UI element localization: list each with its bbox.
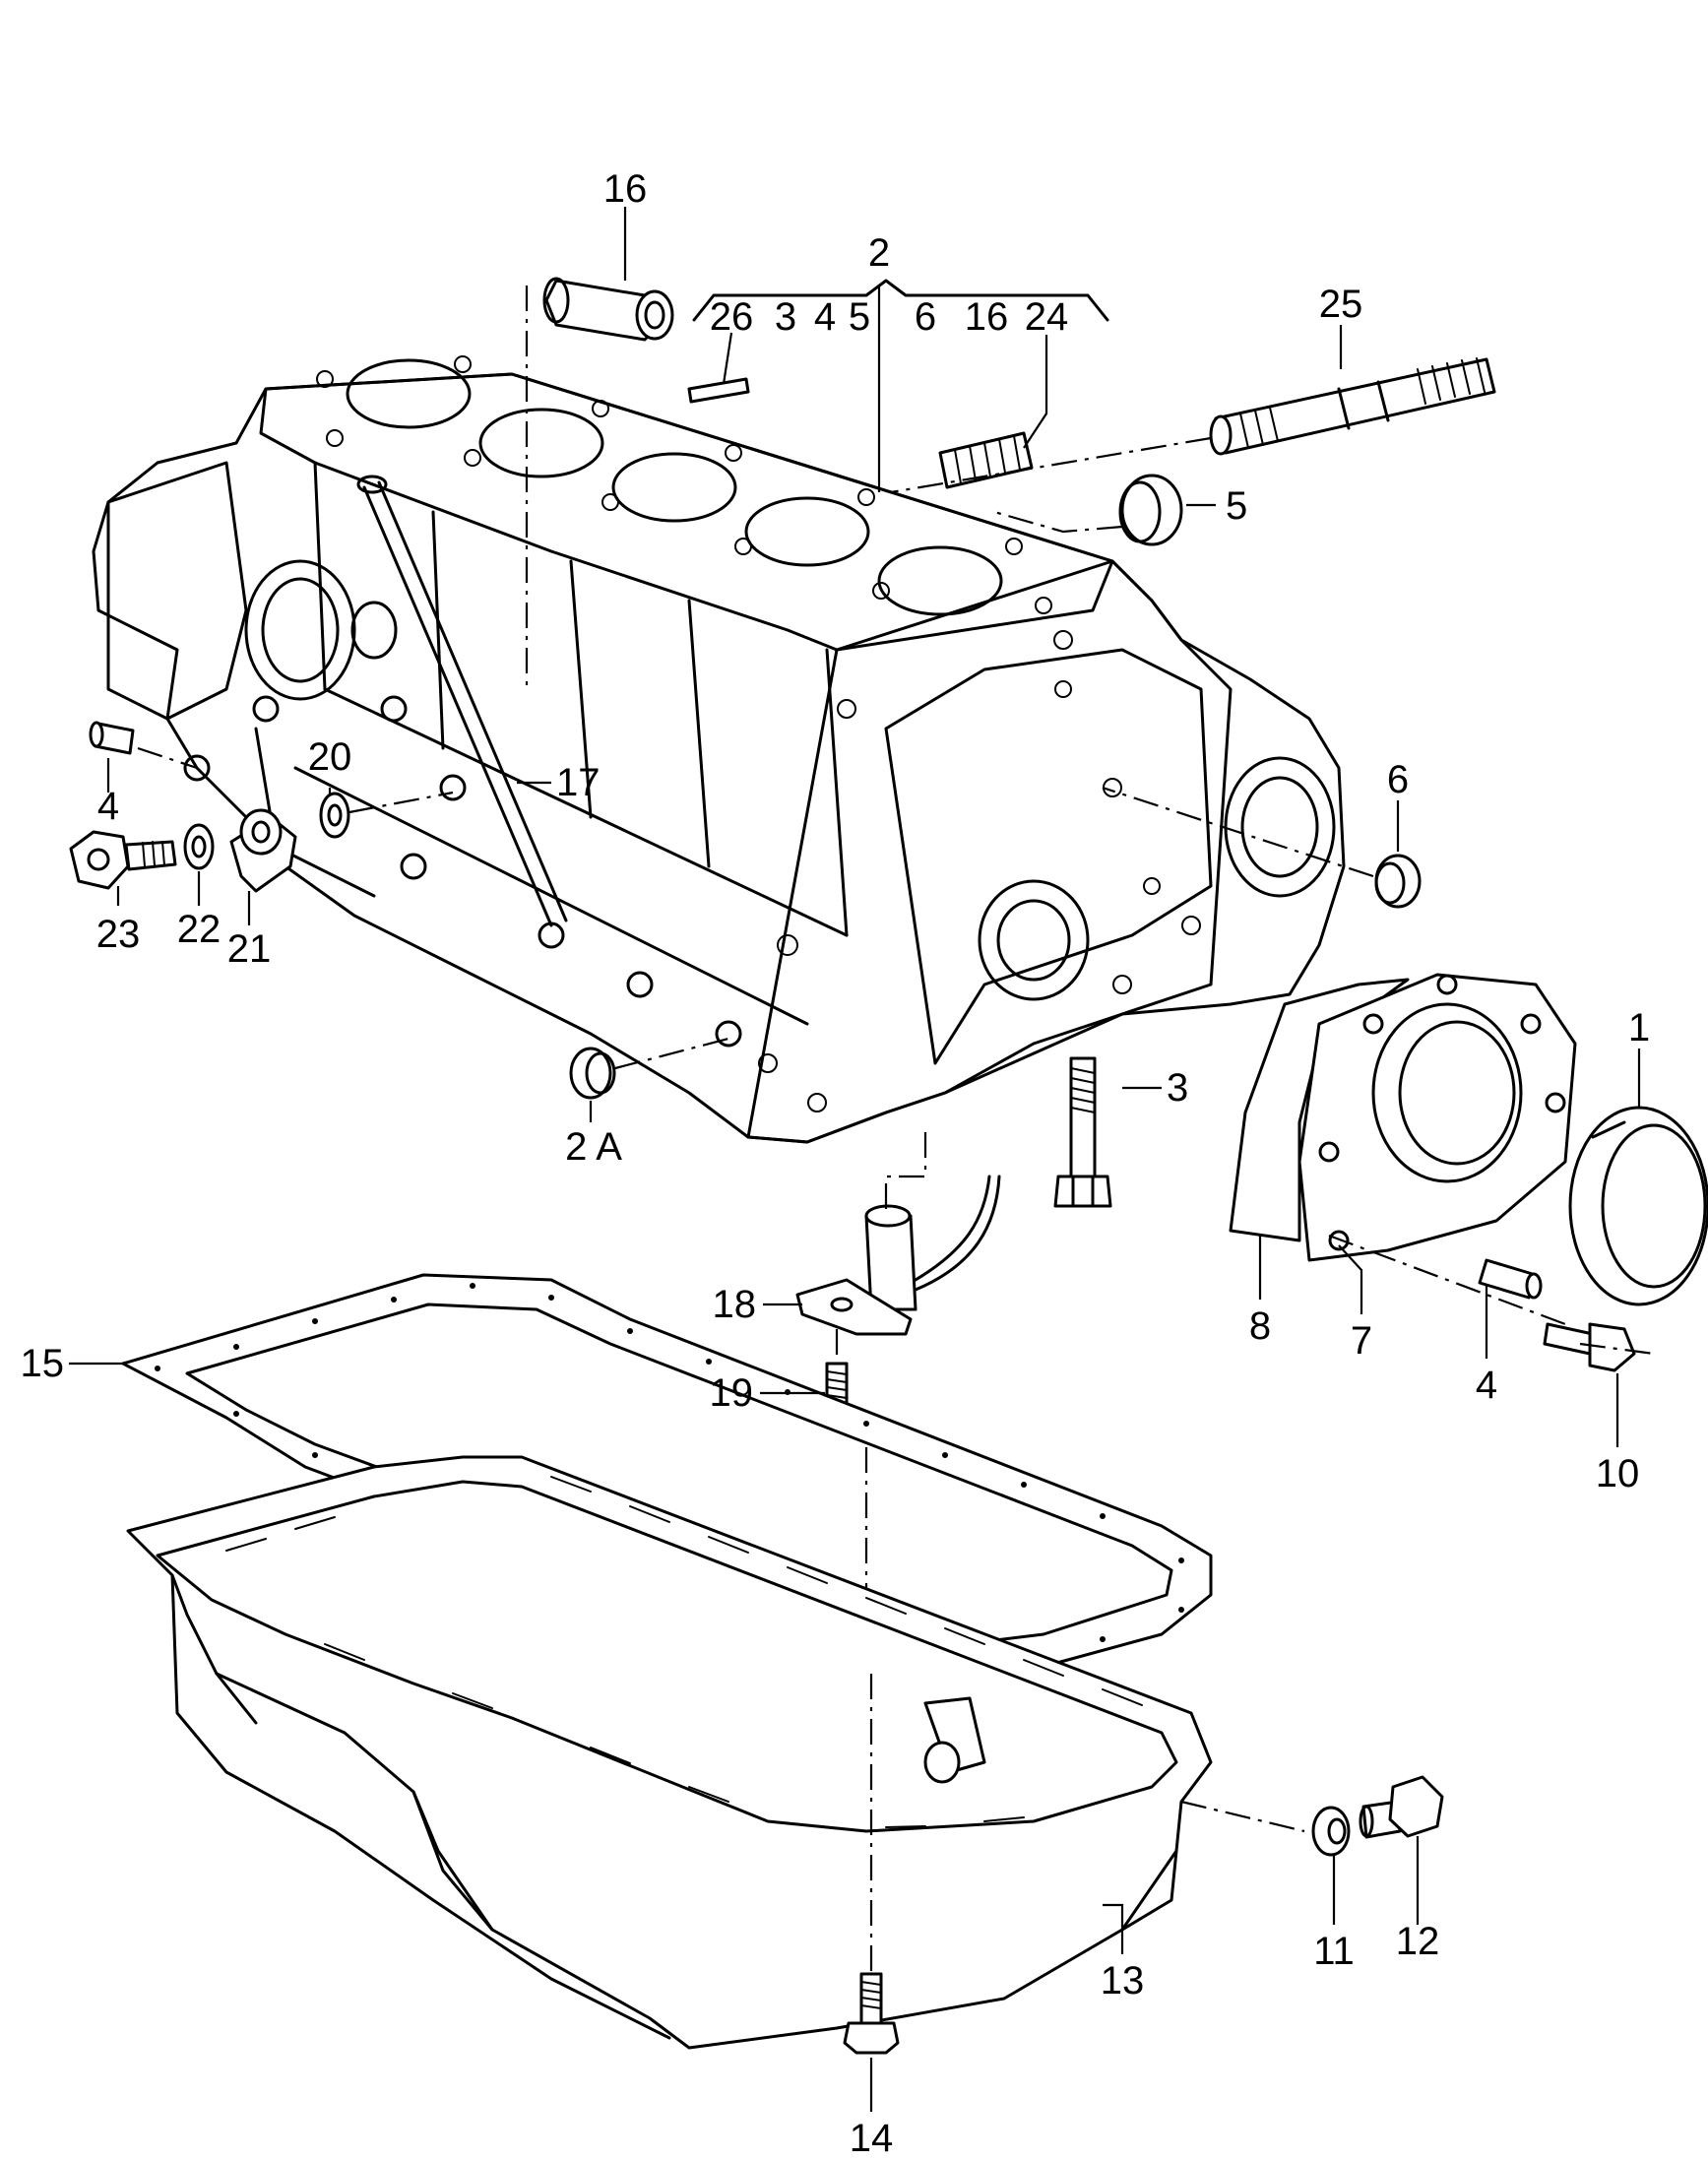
dash-20: [348, 791, 454, 814]
callout-6: 6: [1387, 758, 1409, 801]
part-10-bolt: [1543, 1322, 1636, 1372]
part-5-plug: [1118, 474, 1183, 546]
callout-20: 20: [308, 735, 352, 779]
part-16-sleeve: [542, 277, 674, 342]
part-1-seal-ring: [1568, 1106, 1708, 1306]
dash-10: [1579, 1342, 1655, 1356]
callout-1: 1: [1628, 1006, 1650, 1049]
callout-5: 5: [1226, 484, 1247, 528]
bracket-item-4: 4: [814, 295, 836, 339]
bracket-item-6: 6: [915, 295, 936, 339]
part-23-bolt: [69, 830, 177, 890]
callout-2a: 2 A: [565, 1125, 622, 1169]
cylinder-block: [92, 355, 1346, 1144]
bracket-item-16: 16: [965, 295, 1009, 339]
callout-18: 18: [713, 1283, 757, 1326]
part-20-washer: [319, 792, 350, 839]
part-2a-plug: [569, 1047, 616, 1100]
callout-15: 15: [21, 1342, 65, 1385]
dash-6: [1102, 786, 1374, 878]
part-24-stud: [938, 431, 1034, 489]
callout-19: 19: [710, 1371, 754, 1415]
callout-2: 2: [868, 231, 890, 275]
callout-13: 13: [1101, 1959, 1145, 2002]
dash-5: [993, 510, 1123, 534]
part-14-bolt: [843, 1972, 900, 2055]
bracket-item-26: 26: [710, 295, 754, 339]
part-26-pin: [687, 377, 750, 404]
part-4-dowel-left: [89, 721, 135, 755]
dash-11: [1180, 1800, 1305, 1833]
callout-23: 23: [96, 913, 141, 956]
callout-21: 21: [227, 927, 272, 971]
part-22-washer: [183, 823, 215, 870]
callout-3: 3: [1167, 1066, 1188, 1110]
bracket-item-24: 24: [1025, 295, 1069, 339]
leader-lines: [69, 207, 1641, 2112]
part-4-dowel-right: [1478, 1258, 1543, 1300]
callout-25: 25: [1319, 283, 1363, 326]
bracket-2: [692, 279, 1109, 322]
callout-7: 7: [1351, 1319, 1372, 1363]
part-7-seal-flange: [1297, 973, 1577, 1262]
dash-4-left: [137, 746, 198, 770]
bracket-item-5: 5: [849, 295, 870, 339]
part-11-washer: [1311, 1806, 1351, 1857]
part-6-plug: [1374, 854, 1422, 909]
callout-4-left: 4: [97, 785, 119, 828]
part-8-gasket: [1229, 978, 1410, 1242]
part-25-shaft: [1209, 357, 1496, 456]
callout-4-right: 4: [1476, 1364, 1497, 1407]
dash-2a: [614, 1037, 729, 1070]
dash-7: [1328, 1234, 1566, 1326]
callout-14: 14: [850, 2117, 894, 2160]
callout-11: 11: [1313, 1930, 1355, 1973]
bracket-item-3: 3: [775, 295, 796, 339]
callout-17: 17: [556, 761, 601, 804]
part-3-bolt: [1053, 1056, 1112, 1208]
callout-16: 16: [603, 167, 648, 211]
callout-12: 12: [1396, 1920, 1440, 1963]
dash-25: [890, 436, 1212, 494]
part-18-sensor: [795, 1175, 1001, 1336]
callout-8: 8: [1249, 1304, 1271, 1348]
part-15-oil-pan-gasket: [121, 1273, 1213, 1685]
part-21-fitting: [229, 808, 297, 893]
part-13-oil-pan: [126, 1455, 1213, 2050]
callout-labels: 16 2 26 3 4 5 6 16 24 25 5 6 1 3 2 A 4 2…: [21, 167, 1651, 2160]
callout-22: 22: [177, 908, 221, 951]
callout-10: 10: [1596, 1452, 1640, 1495]
part-12-drain-plug: [1359, 1775, 1444, 1839]
dash-18: [884, 1132, 927, 1211]
